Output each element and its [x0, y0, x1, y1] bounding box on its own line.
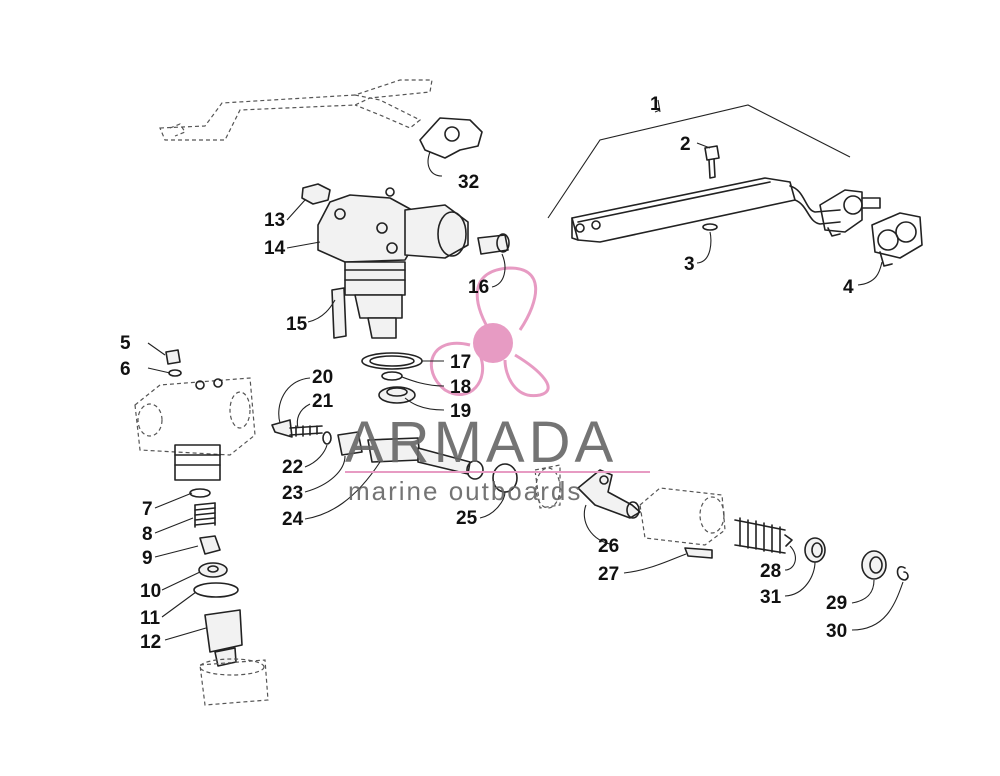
part-32-bracket — [419, 117, 483, 159]
callout-11: 11 — [140, 608, 161, 629]
callout-15: 15 — [286, 314, 308, 335]
part-1-fuel-rail — [571, 177, 881, 243]
part-7-ring — [189, 488, 211, 498]
watermark-title: ARMADA — [345, 410, 617, 475]
part-14-throttle-body — [317, 187, 469, 339]
callout-10: 10 — [140, 581, 161, 602]
callout-32: 32 — [458, 172, 479, 193]
part-16-fitting — [477, 233, 510, 255]
callout-24: 24 — [282, 509, 304, 530]
part-22-washer — [322, 431, 332, 445]
part-17-gasket-inner — [369, 355, 415, 367]
watermark-subtitle: marine outboards — [348, 476, 582, 506]
part-20-cone — [271, 419, 293, 438]
callout-5: 5 — [120, 333, 131, 354]
part-24-plunger — [367, 437, 484, 480]
part-27-screw — [684, 547, 713, 559]
callout-31: 31 — [760, 587, 782, 608]
part-30-clip — [896, 566, 909, 581]
part-12-injector — [204, 609, 243, 667]
part-2-screw — [704, 145, 720, 179]
callout-7: 7 — [142, 499, 153, 520]
part-13-nut — [301, 183, 331, 205]
part-15-pin — [331, 287, 347, 339]
part-18-oring — [381, 371, 403, 381]
callout-14: 14 — [264, 238, 286, 259]
injector-cup — [199, 658, 269, 706]
callout-13: 13 — [264, 210, 285, 231]
bracket-line-1 — [547, 104, 851, 219]
part-6-washer — [168, 369, 182, 377]
injector-housing — [134, 377, 256, 481]
callout-18: 18 — [450, 377, 471, 398]
part-8-spring — [194, 502, 216, 528]
part-3-washer — [702, 223, 718, 231]
callout-1: 1 — [650, 94, 661, 115]
leader-lines — [147, 99, 904, 641]
callout-23: 23 — [282, 483, 303, 504]
callout-29: 29 — [826, 593, 847, 614]
watermark-propeller-icon — [429, 266, 550, 398]
callout-9: 9 — [142, 548, 153, 569]
part-26-lever — [577, 469, 641, 519]
callout-16: 16 — [468, 277, 489, 298]
ghost-housing — [639, 487, 726, 546]
callout-4: 4 — [843, 277, 854, 298]
callout-2: 2 — [680, 134, 691, 155]
callout-25: 25 — [456, 508, 478, 529]
callout-27: 27 — [598, 564, 619, 585]
callout-6: 6 — [120, 359, 131, 380]
part-31-bushing — [804, 537, 826, 563]
part-28-spring — [734, 517, 793, 554]
callout-3: 3 — [684, 254, 695, 275]
callout-30: 30 — [826, 621, 847, 642]
part-11-oring — [193, 582, 239, 598]
callout-26: 26 — [598, 536, 619, 557]
part-19-seal — [378, 386, 416, 404]
callout-12: 12 — [140, 632, 161, 653]
throttle-linkage — [159, 79, 433, 141]
part-4-regulator — [871, 212, 923, 267]
part-5-plug — [165, 349, 181, 365]
part-29-cap — [861, 550, 887, 580]
ghost-bushing — [534, 464, 561, 509]
callout-20: 20 — [312, 367, 333, 388]
callout-17: 17 — [450, 352, 471, 373]
part-9-valve — [199, 535, 221, 555]
callout-21: 21 — [312, 391, 334, 412]
callout-19: 19 — [450, 401, 471, 422]
callout-8: 8 — [142, 524, 153, 545]
callout-22: 22 — [282, 457, 303, 478]
part-23-sleeve — [337, 431, 363, 456]
part-21-spring — [289, 425, 323, 437]
watermark: ARMADA marine outboards — [345, 410, 650, 506]
callout-labels: 1 2 3 4 5 6 7 8 9 10 11 12 13 14 15 16 1… — [120, 94, 854, 653]
callout-28: 28 — [760, 561, 781, 582]
part-10-seat — [198, 562, 228, 578]
